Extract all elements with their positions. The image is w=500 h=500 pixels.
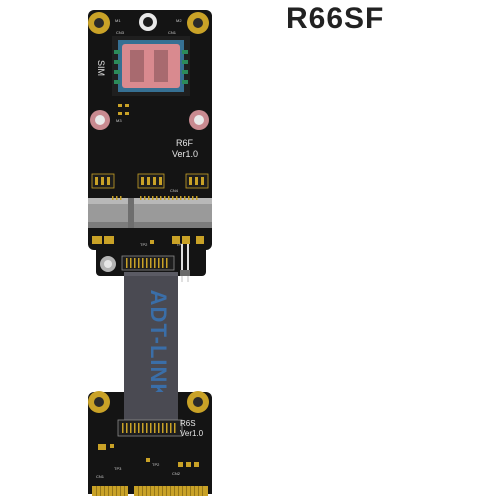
label-m3: M3	[116, 118, 122, 123]
label-tp1: TP1	[176, 242, 184, 247]
silkscreen-sim: SIM	[96, 60, 106, 76]
label-cn3: CN3	[116, 30, 125, 35]
mounting-hole-mid-right	[189, 110, 209, 130]
mounting-hole-tab	[100, 256, 116, 272]
silkscreen-model-top: R6F	[176, 138, 194, 148]
mounting-hole-mid-left	[90, 110, 110, 130]
silkscreen-version-bottom: Ver1.0	[180, 429, 204, 438]
mini-pcie-slot	[88, 196, 212, 228]
label-bottom-cn1: CN1	[96, 474, 105, 479]
silkscreen-model-bottom: R6S	[180, 419, 196, 428]
label-bottom-tp3: TP3	[114, 466, 122, 471]
sim-card-holder	[112, 36, 190, 96]
mounting-hole-bottom-right	[187, 391, 209, 413]
label-tp2: TP2	[140, 242, 148, 247]
label-m1: M1	[115, 18, 121, 23]
label-cn4: CN4	[170, 188, 179, 193]
mounting-hole-top-left	[88, 12, 110, 34]
smd-pads	[118, 104, 129, 115]
fpc-connector-top	[121, 255, 175, 271]
smd-pads-lower	[92, 236, 204, 244]
smd-pads-bottom	[98, 444, 199, 467]
mounting-hole-top-right	[187, 12, 209, 34]
fpc-connector-bottom	[117, 419, 183, 437]
bottom-board: R6S Ver1.0 TP2 TP3 CN2 CN1	[88, 391, 212, 496]
cable-brand-text: ADT-LINK	[146, 290, 171, 401]
label-cn1: CN1	[168, 30, 177, 35]
silkscreen-version-top: Ver1.0	[172, 149, 198, 159]
label-m2: M2	[176, 18, 182, 23]
antenna-wires	[180, 244, 190, 282]
mounting-hole-top-center	[139, 13, 157, 31]
label-bottom-cn2: CN2	[172, 471, 181, 476]
mounting-hole-bottom-left	[88, 391, 110, 413]
product-title: R66SF	[286, 2, 385, 35]
capacitor-row	[91, 173, 209, 189]
top-board: SIM M1 M2 CN3 CN1 CN4 M3 TP2 TP1 R6F Ver…	[88, 10, 212, 282]
label-bottom-tp2: TP2	[152, 462, 160, 467]
gold-finger-connector	[88, 484, 212, 496]
